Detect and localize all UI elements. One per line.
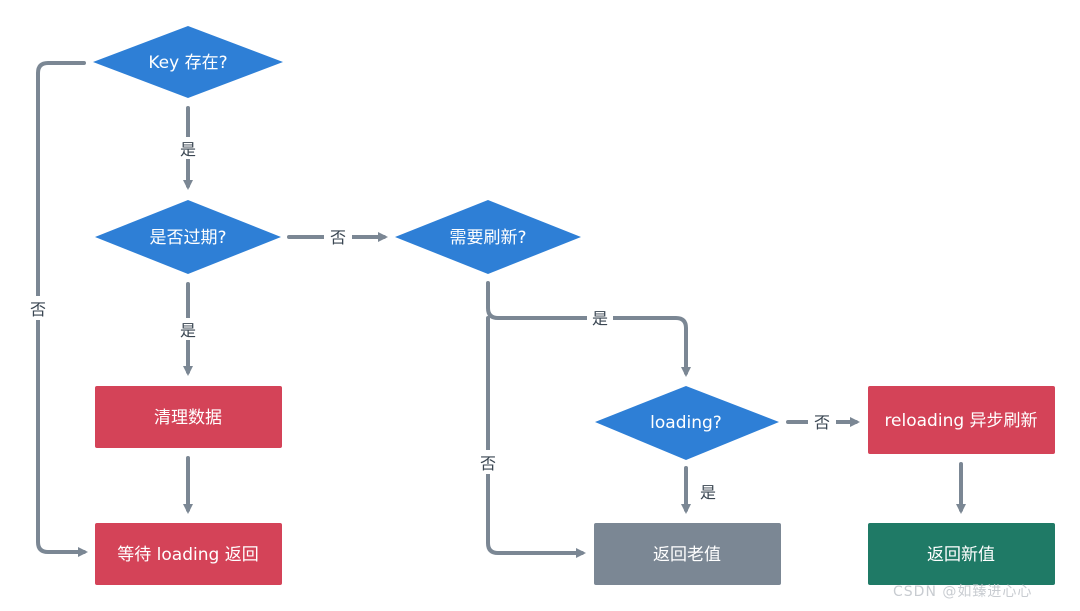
watermark: CSDN @如臻进心心: [893, 584, 1033, 600]
action-return-new: 返回新值: [868, 523, 1055, 585]
svg-text:返回老值: 返回老值: [653, 545, 721, 565]
svg-text:否: 否: [480, 454, 496, 473]
svg-text:否: 否: [330, 228, 346, 247]
svg-text:返回新值: 返回新值: [927, 545, 995, 565]
svg-text:Key 存在?: Key 存在?: [148, 53, 227, 73]
svg-text:reloading 异步刷新: reloading 异步刷新: [884, 411, 1037, 431]
edge-label-loading-yes: 是: [700, 483, 716, 502]
svg-text:loading?: loading?: [650, 413, 722, 433]
edge-label-refresh-no: 否: [476, 450, 500, 474]
edge-label-key-yes: 是: [176, 137, 200, 159]
edge-refresh-no: [486, 316, 586, 558]
decision-is-expired: 是否过期?: [95, 200, 281, 274]
svg-text:是: 是: [180, 140, 196, 159]
edge-label-refresh-yes: 是: [587, 307, 613, 329]
decision-loading: loading?: [595, 386, 779, 460]
edge-label-loading-no: 否: [808, 411, 836, 433]
edge-label-key-no: 否: [26, 296, 50, 320]
edge-label-expired-no: 否: [324, 226, 352, 248]
svg-text:否: 否: [814, 413, 830, 432]
svg-text:需要刷新?: 需要刷新?: [449, 228, 526, 248]
action-return-old: 返回老值: [594, 523, 781, 585]
action-clear-data: 清理数据: [95, 386, 282, 448]
action-wait-loading: 等待 loading 返回: [95, 523, 282, 585]
action-async-refresh: reloading 异步刷新: [868, 386, 1055, 454]
svg-text:是: 是: [592, 309, 608, 328]
svg-text:是: 是: [180, 321, 196, 340]
svg-text:等待 loading 返回: 等待 loading 返回: [117, 545, 258, 565]
svg-text:否: 否: [30, 300, 46, 319]
svg-text:清理数据: 清理数据: [154, 408, 222, 428]
svg-text:是否过期?: 是否过期?: [149, 228, 226, 248]
decision-key-exists: Key 存在?: [93, 26, 283, 98]
decision-need-refresh: 需要刷新?: [395, 200, 581, 274]
edge-label-expired-yes: 是: [176, 318, 200, 340]
